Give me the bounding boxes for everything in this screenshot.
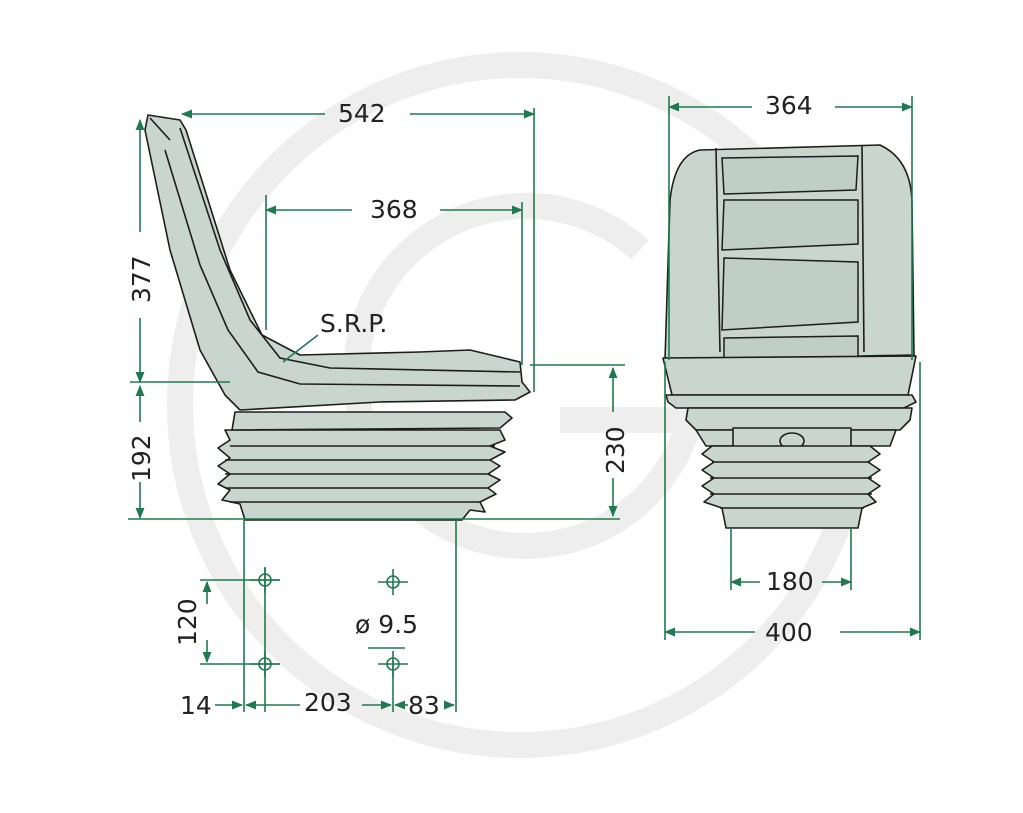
dimension-labels: 542 368 377 192 230 S.R.P. 120 ø 9.5 14 … — [127, 91, 814, 720]
label-offset-right: 83 — [408, 691, 440, 720]
label-total-height: 230 — [601, 426, 630, 474]
label-hole-diameter: ø 9.5 — [355, 610, 418, 639]
seat-frame-front — [665, 394, 917, 409]
suspension-plate-front — [685, 407, 913, 431]
suspension-bellows-front — [701, 445, 881, 529]
label-seat-depth: 368 — [370, 195, 418, 224]
backrest-panel-2 — [721, 199, 859, 251]
seat-cushion-backrest — [144, 114, 531, 411]
label-srp: S.R.P. — [320, 309, 387, 338]
label-overall-depth: 542 — [338, 99, 386, 128]
hole-top-right — [378, 569, 408, 595]
label-overall-width: 400 — [765, 618, 813, 647]
front-view — [662, 144, 917, 529]
backrest-panel-3 — [721, 257, 859, 331]
label-backrest-width: 364 — [765, 91, 813, 120]
label-suspension-height: 192 — [127, 434, 156, 482]
mounting-holes — [200, 567, 456, 710]
front-dimensions — [663, 96, 922, 640]
label-hole-spacing-horizontal: 203 — [304, 688, 352, 717]
label-base-width: 180 — [766, 567, 814, 596]
backrest-panel-1 — [721, 155, 859, 195]
suspension-bellows — [217, 429, 506, 521]
seat-frame — [231, 411, 513, 431]
label-hole-spacing-vertical: 120 — [173, 598, 202, 646]
label-offset-left: 14 — [180, 691, 212, 720]
side-view — [144, 114, 531, 521]
side-dimensions — [128, 108, 625, 712]
seat-cushion-front — [662, 355, 917, 396]
label-backrest-height: 377 — [127, 255, 156, 303]
hole-bottom-right — [378, 651, 408, 677]
